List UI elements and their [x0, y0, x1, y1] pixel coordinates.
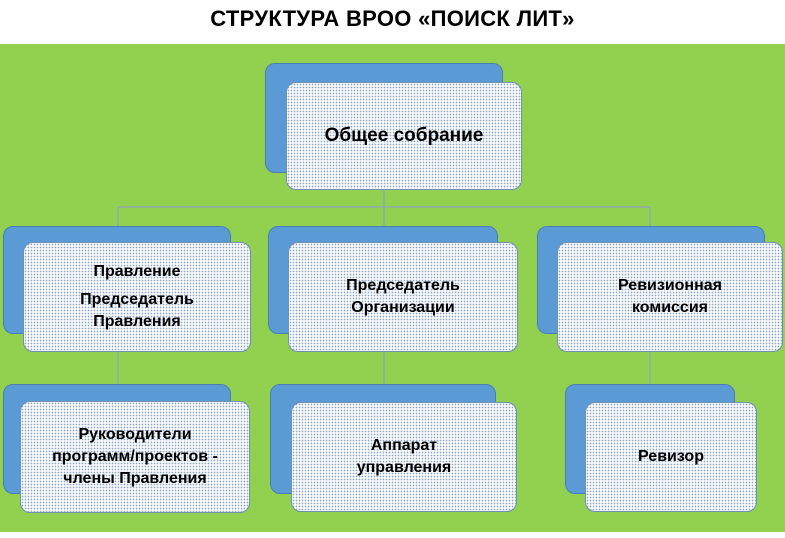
node-management-staff-line1: Аппарат: [370, 437, 438, 454]
node-board: Правление Председатель Правления: [3, 226, 251, 352]
node-program-leaders-line1: Руководители: [78, 426, 192, 443]
node-board-line3: Правления: [93, 313, 181, 330]
node-management-staff: Аппарат управления: [270, 384, 518, 514]
node-auditor-box: Ревизор: [585, 402, 757, 512]
node-general-meeting-label: Общее собрание: [324, 125, 484, 146]
node-board-box: Правление Председатель Правления: [23, 242, 251, 352]
node-audit-commission-line1: Ревизионная: [618, 277, 722, 294]
node-audit-commission-box: Ревизионная комиссия: [557, 242, 783, 352]
node-audit-commission: Ревизионная комиссия: [537, 226, 785, 352]
node-auditor: Ревизор: [565, 384, 759, 514]
node-program-leaders-line2: программ/проектов -: [52, 448, 218, 465]
node-chairman-line1: Председатель: [346, 277, 460, 294]
node-board-line1: Правление: [93, 263, 181, 280]
node-program-leaders: Руководители программ/проектов - члены П…: [3, 384, 251, 514]
node-auditor-label: Ревизор: [638, 448, 704, 465]
node-general-meeting-box: Общее собрание: [286, 82, 522, 190]
page-title: СТРУКТУРА ВРОО «ПОИСК ЛИТ»: [210, 6, 575, 31]
node-program-leaders-box: Руководители программ/проектов - члены П…: [20, 401, 250, 513]
node-management-staff-box: Аппарат управления: [291, 402, 517, 512]
node-chairman-line2: Организации: [351, 299, 455, 316]
node-board-line2: Председатель: [80, 291, 194, 308]
node-audit-commission-line2: комиссия: [632, 299, 708, 316]
node-chairman-box: Председатель Организации: [288, 242, 518, 352]
node-management-staff-line2: управления: [356, 459, 452, 476]
node-chairman: Председатель Организации: [268, 226, 520, 352]
node-program-leaders-line3: члены Правления: [63, 470, 207, 487]
node-general-meeting: Общее собрание: [265, 63, 523, 191]
